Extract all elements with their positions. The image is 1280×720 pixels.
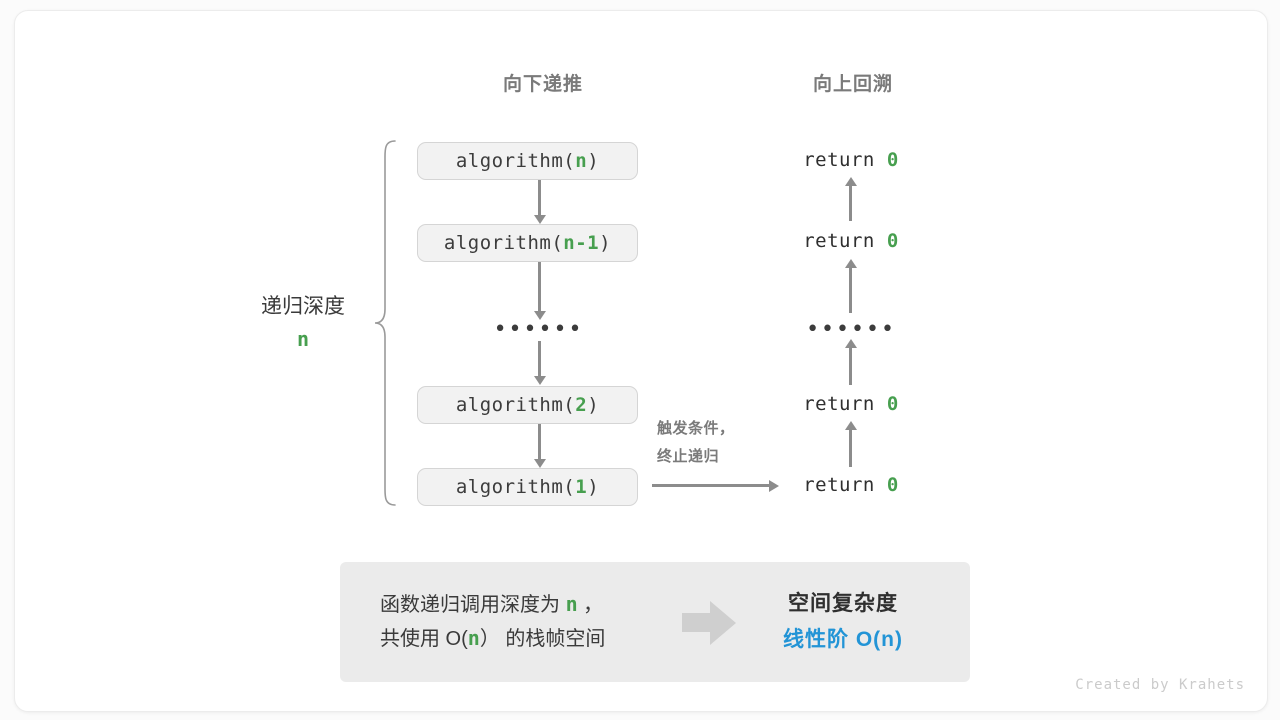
summary-line-2-prefix: 共使用 O( <box>380 628 468 650</box>
call-stack-ellipsis: •••••• <box>493 317 584 342</box>
summary-line-2-suffix: ） 的栈帧空间 <box>479 628 606 650</box>
complexity-value: 线性阶 O(n) <box>783 628 903 651</box>
call-box-1-close: ) <box>599 232 612 254</box>
arrow-up-0 <box>849 185 852 221</box>
summary-panel: 函数递归调用深度为 n ， 共使用 O(n） 的栈帧空间 空间复杂度 线性阶 O… <box>340 562 970 682</box>
call-box-1-fn: algorithm( <box>443 232 564 254</box>
call-box-2-arg: 2 <box>575 394 588 416</box>
arrow-up-2 <box>849 347 852 385</box>
call-box-1: algorithm(n-1) <box>417 224 638 262</box>
summary-line-1: 函数递归调用深度为 n ， <box>380 588 670 622</box>
return-row-1: return 0 <box>741 230 961 252</box>
call-box-0-arg: n <box>575 150 588 172</box>
implies-arrow-icon <box>682 599 742 645</box>
recursion-depth-text: 递归深度 <box>261 295 345 318</box>
recursion-depth-value: n <box>296 326 310 351</box>
arrow-down-1 <box>538 262 541 312</box>
return-keyword-0: return <box>803 149 875 171</box>
summary-line-1-prefix: 函数递归调用深度为 <box>380 594 566 616</box>
column-heading-downward: 向下递推 <box>502 74 583 95</box>
trigger-condition-line-1: 触发条件， <box>657 420 735 437</box>
return-keyword-3: return <box>803 474 875 496</box>
call-box-3-close: ) <box>587 476 600 498</box>
implies-arrow-shaft <box>682 613 712 632</box>
complexity-title: 空间复杂度 <box>788 592 898 616</box>
arrow-terminate-recursion <box>652 484 770 487</box>
call-box-2-fn: algorithm( <box>455 394 576 416</box>
trigger-condition-line-2: 终止递归 <box>657 447 720 465</box>
summary-line-1-var: n <box>565 592 578 616</box>
return-value-2: 0 <box>886 393 899 415</box>
call-box-0: algorithm(n) <box>417 142 638 180</box>
call-box-3-arg: 1 <box>575 476 588 498</box>
call-box-2-close: ) <box>587 394 600 416</box>
return-keyword-2: return <box>803 393 875 415</box>
call-box-0-fn: algorithm( <box>455 150 576 172</box>
credit-text: Created by Krahets <box>1075 677 1245 693</box>
return-row-0: return 0 <box>741 149 961 171</box>
arrow-up-3 <box>849 429 852 467</box>
summary-description: 函数递归调用深度为 n ， 共使用 O(n） 的栈帧空间 <box>380 588 670 656</box>
column-heading-upward: 向上回溯 <box>812 74 893 95</box>
return-keyword-1: return <box>803 230 875 252</box>
summary-line-2: 共使用 O(n） 的栈帧空间 <box>380 622 670 656</box>
return-row-3: return 0 <box>741 474 961 496</box>
return-value-3: 0 <box>886 474 899 496</box>
call-box-3: algorithm(1) <box>417 468 638 506</box>
call-box-2: algorithm(2) <box>417 386 638 424</box>
depth-brace <box>373 139 399 512</box>
implies-arrow-head <box>710 601 736 645</box>
return-value-1: 0 <box>886 230 899 252</box>
trigger-condition-label: 触发条件， 终止递归 <box>657 415 807 471</box>
arrow-down-3 <box>538 424 541 460</box>
recursion-depth-label: 递归深度 n <box>233 291 373 355</box>
arrow-down-2 <box>538 341 541 377</box>
arrow-up-1 <box>849 267 852 313</box>
call-box-0-close: ) <box>587 150 600 172</box>
summary-line-2-var: n <box>467 626 480 650</box>
return-row-2: return 0 <box>741 393 961 415</box>
arrow-down-0 <box>538 180 541 216</box>
return-ellipsis: •••••• <box>806 317 896 342</box>
summary-line-1-suffix: ， <box>577 594 604 616</box>
diagram-canvas: 向下递推 向上回溯 递归深度 n algorithm(n) algorithm(… <box>14 10 1268 712</box>
call-box-1-arg: n-1 <box>563 232 600 254</box>
summary-conclusion: 空间复杂度 线性阶 O(n) <box>742 586 970 657</box>
return-value-0: 0 <box>886 149 899 171</box>
call-box-3-fn: algorithm( <box>455 476 576 498</box>
